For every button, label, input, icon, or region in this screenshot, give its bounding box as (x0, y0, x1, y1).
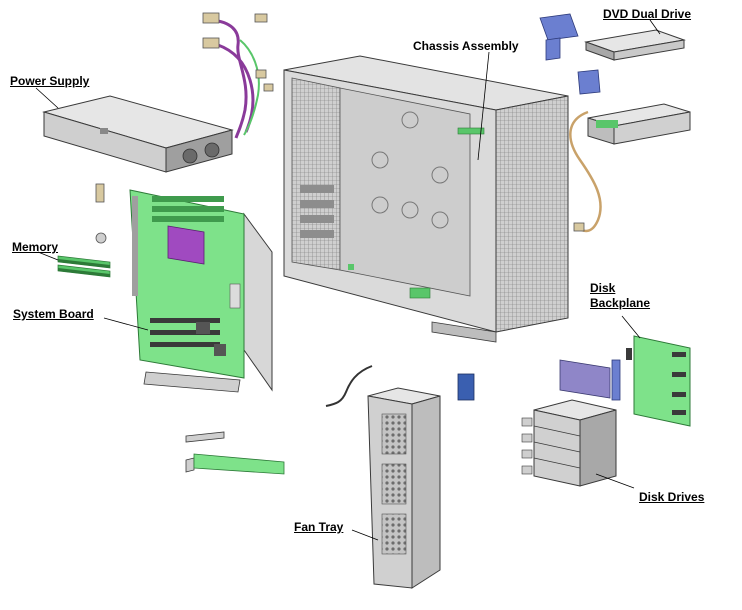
dvd-leader (649, 19, 661, 35)
fan-connector (457, 373, 475, 401)
label-fan-tray: Fan Tray (294, 520, 344, 534)
label-disk-backplane-line1: Disk (590, 281, 616, 295)
label-disk-drives: Disk Drives (639, 490, 705, 504)
power-supply-leader (35, 87, 59, 109)
system-board-leader (103, 317, 149, 331)
chassis-assembly (283, 55, 569, 343)
memory-leader (37, 251, 59, 261)
power-cable-harness (202, 12, 274, 139)
label-memory: Memory (12, 240, 59, 254)
label-system-board: System Board (13, 307, 94, 321)
drive-bay-bracket (577, 69, 691, 145)
label-disk-backplane-line2: Backplane (590, 296, 651, 310)
fan-tray-leader (351, 529, 379, 541)
fan-cable (325, 365, 373, 407)
pci-card (185, 431, 285, 475)
dvd-cable (569, 110, 602, 233)
system-board (129, 189, 273, 393)
label-power-supply: Power Supply (10, 74, 90, 88)
disk-drives-leader (595, 473, 635, 489)
chassis-leader (477, 51, 490, 161)
dvd-dual-drive (539, 13, 686, 61)
label-dvd-dual-drive: DVD Dual Drive (603, 7, 692, 21)
power-supply-unit (42, 95, 234, 173)
disk-drives (521, 399, 617, 487)
label-chassis-assembly: Chassis Assembly (413, 39, 519, 53)
memory-modules (57, 183, 111, 278)
fan-tray (367, 387, 441, 589)
disk-backplane (559, 335, 691, 427)
backplane-leader (621, 315, 641, 339)
